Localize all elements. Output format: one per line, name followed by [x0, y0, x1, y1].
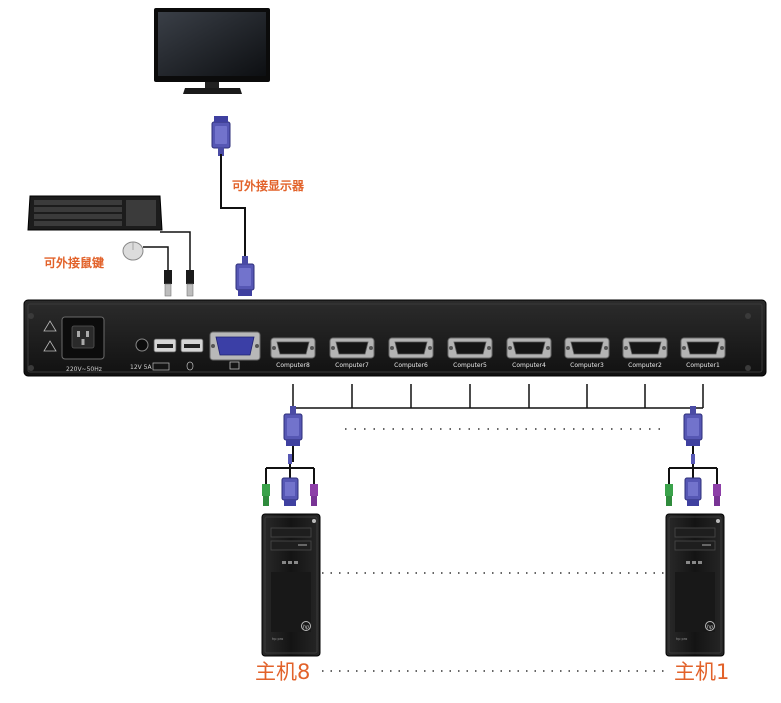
port-label-computer7: Computer7: [335, 362, 369, 369]
port-label-computer4: Computer4: [512, 362, 546, 369]
port-label-computer6: Computer6: [394, 362, 428, 369]
mouse-icon: [122, 241, 144, 261]
pc-tower-icon: [261, 513, 321, 657]
usb-port-icon: [153, 338, 204, 353]
host1-cable: [664, 405, 722, 507]
usb-plug-icon: [164, 270, 194, 297]
host8-cable: [261, 405, 319, 507]
power-inlet-icon: [43, 316, 105, 360]
keyboard-mouse-label: 可外接鼠键: [44, 256, 105, 270]
dc-jack-icon: [135, 338, 149, 352]
monitor-cable: [211, 115, 255, 297]
host8-label: 主机8: [255, 660, 311, 684]
port-label-computer1: Computer1: [686, 362, 720, 369]
usb-cables: [143, 231, 194, 297]
vga-port-icon: [209, 331, 261, 370]
port-label-computer3: Computer3: [570, 362, 604, 369]
pc-tower-icon: [665, 513, 725, 657]
keyboard-icon: [27, 195, 163, 231]
port-bus-lines: [292, 384, 704, 414]
monitor-label: 可外接显示器: [232, 179, 305, 193]
port-label-computer5: Computer5: [453, 362, 487, 369]
svg-text:12V 5A: 12V 5A: [130, 364, 152, 371]
monitor-icon: [154, 8, 270, 94]
kvm-chassis: 12V 5A: [23, 299, 767, 377]
host1-label: 主机1: [674, 660, 730, 684]
port-label-computer8: Computer8: [276, 362, 310, 369]
port-label-computer2: Computer2: [628, 362, 662, 369]
power-rating-label: 220V~50Hz: [66, 366, 102, 373]
